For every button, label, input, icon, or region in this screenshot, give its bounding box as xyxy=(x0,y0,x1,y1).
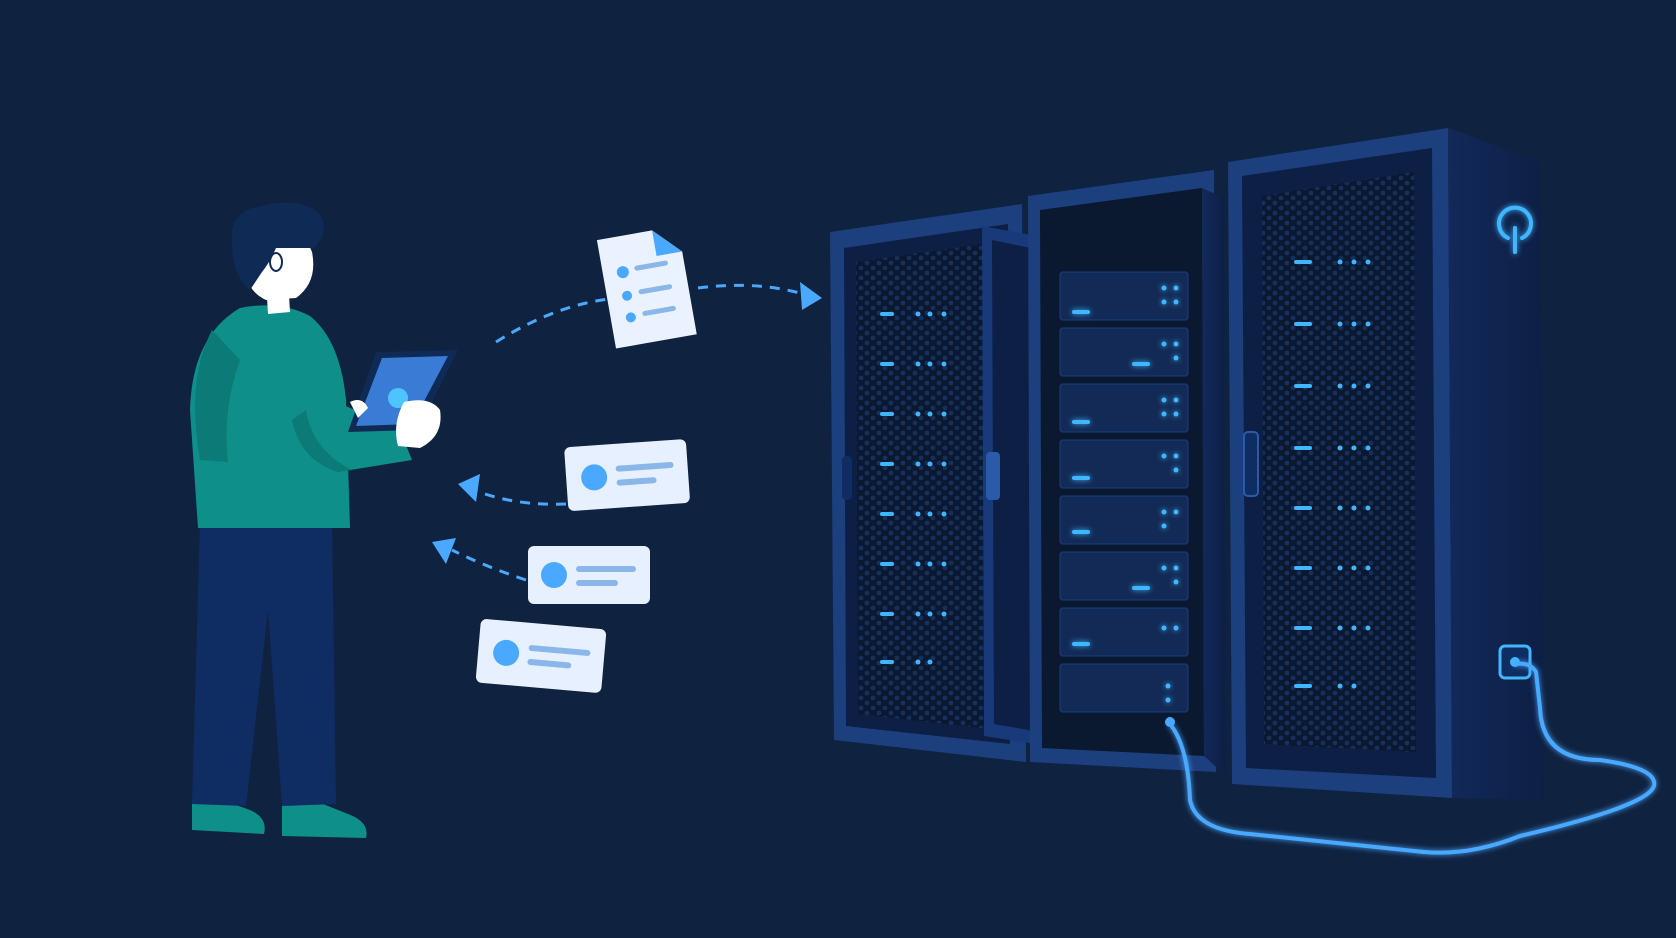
power-cable xyxy=(1168,661,1657,855)
arm-shadow xyxy=(292,410,352,472)
message-card-icon xyxy=(528,546,650,604)
left-shoe xyxy=(192,800,265,834)
message-card-icon xyxy=(564,439,690,511)
back-arm xyxy=(195,330,240,462)
request-arrowhead xyxy=(800,282,822,310)
hand xyxy=(396,400,441,448)
server-leds-middle xyxy=(1072,285,1179,703)
server-racks xyxy=(830,128,1657,855)
person-figure xyxy=(190,202,458,838)
response-arrowhead-1 xyxy=(458,474,480,502)
power-icon xyxy=(1497,205,1533,254)
server-cabinet-middle xyxy=(1028,170,1226,776)
cable-plug xyxy=(1165,717,1175,727)
response-arrowhead-2 xyxy=(432,538,456,564)
front-arm xyxy=(288,318,412,472)
thumb xyxy=(350,400,368,418)
server-cabinet-right xyxy=(1228,128,1544,800)
pants xyxy=(192,520,336,806)
right-shoe xyxy=(282,802,367,838)
server-units xyxy=(1059,271,1189,713)
server-leds-left xyxy=(880,311,947,665)
hair xyxy=(231,202,324,290)
server-leds-right xyxy=(1294,259,1371,689)
response-flow-arc-2 xyxy=(451,548,527,582)
request-flow-arc-2 xyxy=(697,283,811,298)
server-cabinet-left xyxy=(830,204,1048,762)
document-icon xyxy=(596,230,697,349)
ear xyxy=(269,252,283,272)
tablet-icon xyxy=(348,350,458,432)
power-socket-icon xyxy=(1498,644,1532,680)
message-card-icon xyxy=(475,619,607,693)
